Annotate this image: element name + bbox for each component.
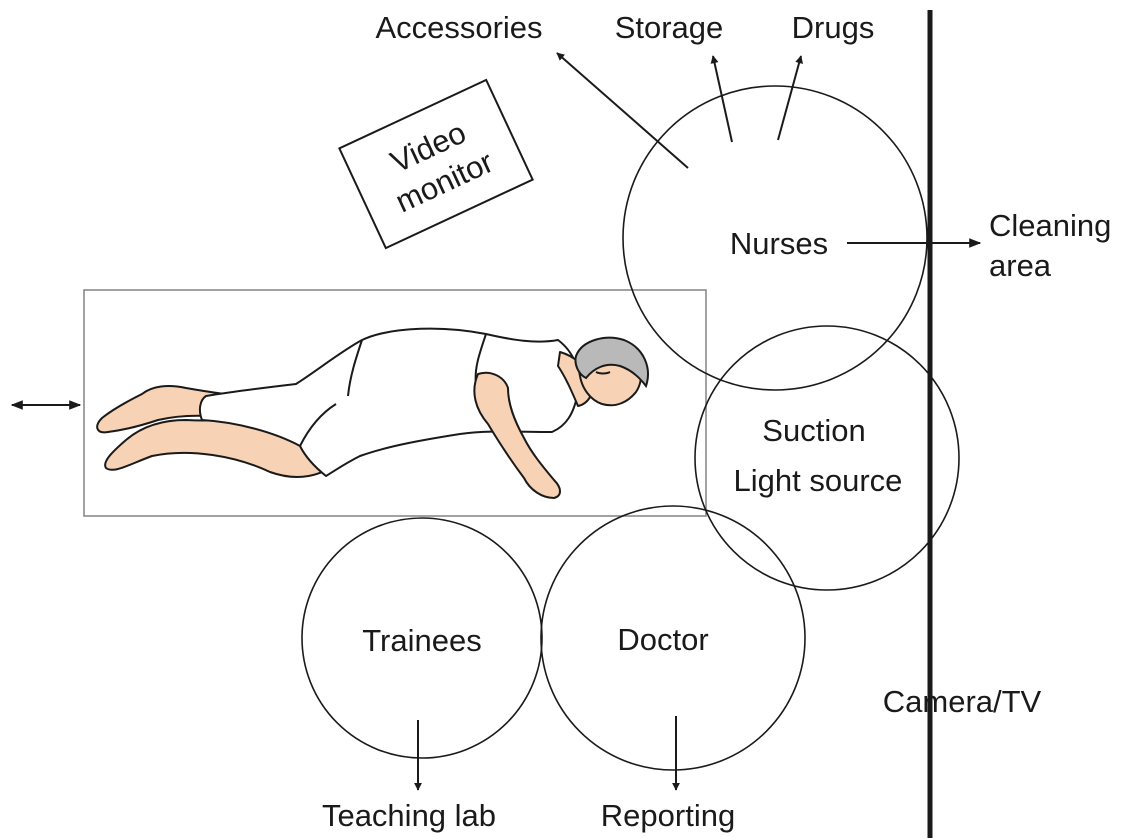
cleaning-area-label-line2: area [989, 248, 1052, 283]
video-monitor-box [338, 78, 534, 250]
video-monitor: Video monitor [338, 78, 534, 250]
storage-label: Storage [615, 10, 724, 45]
reporting-label: Reporting [601, 798, 735, 833]
arrow-to-accessories [556, 52, 689, 169]
light-source-label: Light source [734, 463, 903, 498]
trainees-label: Trainees [362, 623, 481, 658]
patient-hair [574, 336, 649, 389]
camera-tv-label: Camera/TV [883, 684, 1042, 719]
nurses-label: Nurses [730, 226, 828, 261]
suction-light-zone-circle [694, 325, 960, 591]
trainees-zone-circle [301, 517, 543, 759]
gown-fold-3 [299, 403, 337, 447]
doctor-zone-circle [540, 505, 806, 771]
patient-figure [96, 327, 649, 499]
teaching-lab-label: Teaching lab [322, 798, 496, 833]
examination-table [83, 289, 707, 517]
arrow-to-storage [710, 55, 733, 143]
patient-eye [595, 371, 611, 375]
suction-label: Suction [762, 413, 865, 448]
gown-fold-1 [347, 339, 363, 397]
arrow-to-drugs [777, 55, 803, 141]
drugs-label: Drugs [792, 10, 875, 45]
nurses-zone-circle [622, 85, 928, 391]
cleaning-area-label-line1: Cleaning [989, 208, 1111, 243]
accessories-label: Accessories [375, 10, 542, 45]
doctor-label: Doctor [617, 622, 708, 657]
patient-arm [473, 371, 561, 499]
